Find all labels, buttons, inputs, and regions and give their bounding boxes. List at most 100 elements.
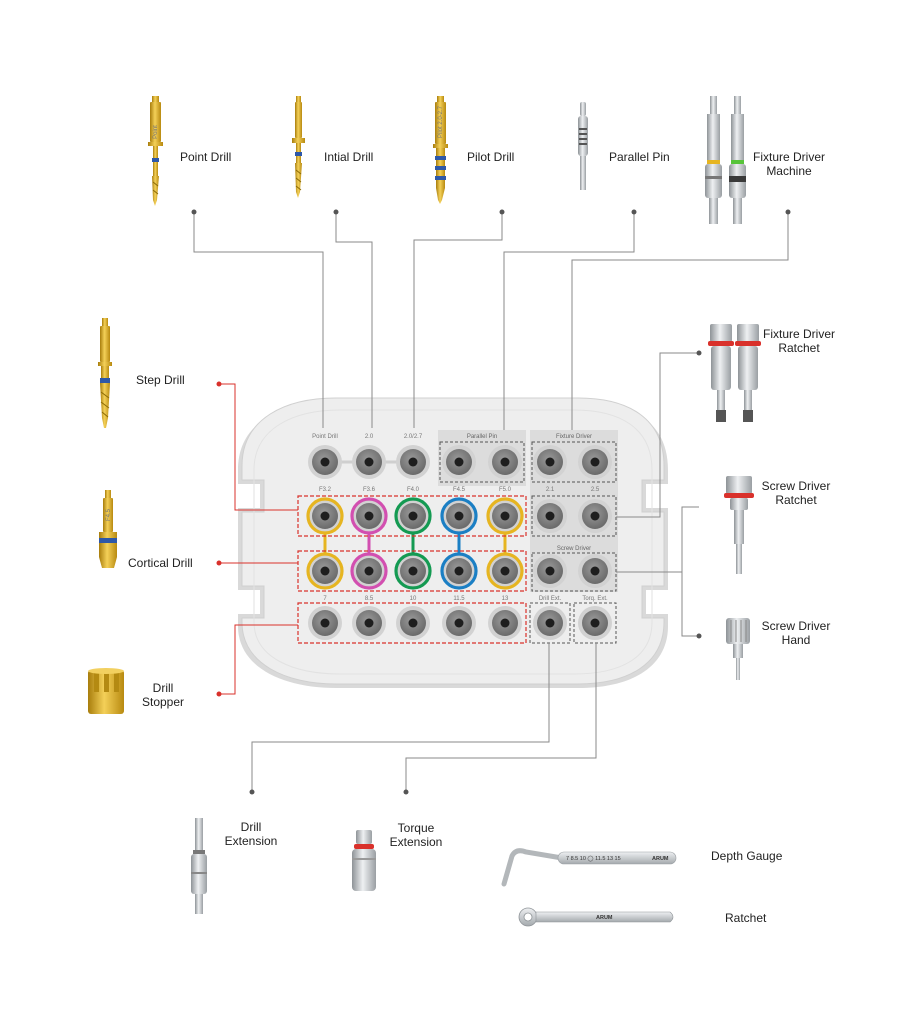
slot-label-depth-115: 11.5 (453, 596, 465, 602)
slot-color-ring (350, 552, 388, 590)
drill-stopper-illustration (88, 668, 124, 714)
tray-slot-row2-3 (394, 497, 432, 535)
label-screw-driver-ratchet-2: Ratchet (775, 493, 817, 507)
screw-driver-header: Screw Driver (557, 546, 591, 552)
leader-dot-cortical-drill (216, 560, 222, 566)
dashed-box-fixture-row2 (531, 495, 617, 537)
slot-label-f32: F3.2 (319, 487, 332, 493)
label-drill-extension-1: Drill (241, 820, 262, 834)
leader-screw-hand (616, 571, 699, 637)
slot-label-f36: F3.6 (363, 487, 376, 493)
slot-color-ring (306, 552, 344, 590)
parallel-pin-illustration (578, 102, 588, 190)
tray-slot-row4-5 (488, 606, 522, 640)
tray-slot-row3-3 (394, 552, 432, 590)
tray-slot-row1-7 (578, 445, 612, 479)
tray-slot-row2-4 (440, 497, 478, 535)
leader-initial-drill (335, 212, 373, 428)
slot-color-ring (394, 552, 432, 590)
tray-slot-row1-1 (308, 445, 342, 479)
screw-driver-ratchet-illustration (724, 476, 754, 574)
label-fixture-driver-ratchet-2: Ratchet (778, 341, 820, 355)
tray-slot-row3-2 (350, 552, 388, 590)
point-drill-shank-text: Point (153, 125, 159, 139)
leader-lines (191, 209, 791, 795)
pilot-drill-shank-text: Pilot 2.0-2.7 (438, 105, 444, 138)
tray-slot-row4-3 (396, 606, 430, 640)
label-screw-driver-ratchet-1: Screw Driver (762, 479, 831, 493)
fixture-driver-header: Fixture Driver (556, 434, 592, 440)
leader-point-drill (193, 212, 324, 428)
label-torque-extension-1: Torque (398, 821, 435, 835)
label-screw-driver-hand-2: Hand (782, 633, 811, 647)
label-fixture-driver-ratchet-1: Fixture Driver (763, 327, 835, 341)
leader-step-drill (219, 383, 298, 511)
ratchet-brand-text: ARUM (596, 915, 613, 921)
pilot-drill-illustration: Pilot 2.0-2.7 (433, 96, 448, 204)
leader-fixture-ratchet (616, 352, 699, 518)
torque-extension-illustration (352, 830, 376, 891)
tray-slot-row2-7 (578, 499, 612, 533)
tool-labels: Point Drill Intial Drill Pilot Drill Par… (128, 150, 835, 925)
label-drill-stopper-1: Drill (153, 681, 174, 695)
surgical-tray: Parallel Pin Fixture Driver Screw Driver… (238, 397, 668, 688)
parallel-pin-header: Parallel Pin (467, 434, 497, 440)
leader-torque-ext (405, 643, 597, 792)
dashed-box-parallel-pin (439, 441, 525, 483)
ratchet-illustration: ARUM (518, 907, 674, 927)
label-point-drill: Point Drill (180, 150, 231, 164)
label-cortical-drill: Cortical Drill (128, 556, 193, 570)
leader-dot-initial-drill (333, 209, 339, 215)
leader-dot-fixture-ratchet (696, 350, 702, 356)
slot-label-fixture-25: 2.5 (591, 487, 600, 493)
fixture-driver-ratchet-illustration (708, 324, 761, 422)
slot-color-ring (306, 497, 344, 535)
tray-slots (306, 445, 612, 640)
cortical-drill-illustration: F4.5 (99, 490, 117, 568)
dashed-box-drill-stoppers (297, 602, 527, 644)
depth-gauge-illustration: 7 8.5 10 ◯ 11.5 13 15 ARUM (501, 848, 677, 887)
leader-dot-point-drill (191, 209, 197, 215)
label-parallel-pin: Parallel Pin (609, 150, 670, 164)
slot-label-depth-10: 10 (410, 596, 417, 602)
tray-slot-row1-3 (396, 445, 430, 479)
slot-color-ring (486, 497, 524, 535)
tray-slot-row2-5 (486, 497, 524, 535)
leader-dot-pilot-drill (499, 209, 505, 215)
tray-slot-row3-6 (533, 554, 567, 588)
depth-gauge-brand-text: ARUM (652, 856, 669, 862)
tray-slot-row3-4 (440, 552, 478, 590)
leader-dot-fixture-machine (785, 209, 791, 215)
label-fixture-driver-machine-2: Machine (766, 164, 812, 178)
label-torque-extension-2: Extension (390, 835, 443, 849)
label-ratchet: Ratchet (725, 911, 767, 925)
tray-slot-row4-6 (533, 606, 567, 640)
slot-label-f50: F5.0 (499, 487, 512, 493)
tray-inner-rim (253, 409, 653, 675)
slot-label-point-drill: Point Drill (312, 434, 338, 440)
dashed-box-cortical-drills (297, 550, 527, 592)
cortical-drill-shank-text: F4.5 (106, 508, 112, 521)
tray-slot-row1-6 (533, 445, 567, 479)
slot-label-fixture-21: 2.1 (546, 487, 555, 493)
slot-color-ring (394, 497, 432, 535)
slot-color-ring (440, 497, 478, 535)
fixture-driver-machine-illustration (705, 96, 746, 224)
leader-dot-torque-ext (403, 789, 409, 795)
dashed-box-torque-ext (573, 602, 617, 644)
slot-label-depth-7: 7 (323, 596, 327, 602)
label-fixture-driver-machine-1: Fixture Driver (753, 150, 825, 164)
label-screw-driver-hand-1: Screw Driver (762, 619, 831, 633)
leader-pilot-drill (413, 212, 503, 428)
leader-drill-ext (251, 643, 550, 792)
slot-label-depth-13: 13 (502, 596, 509, 602)
screw-driver-hand-illustration (726, 618, 750, 680)
slot-label-drill-ext: Drill Ext. (539, 596, 562, 602)
slot-label-f40: F4.0 (407, 487, 420, 493)
tray-slot-row3-1 (306, 552, 344, 590)
leader-dot-drill-ext (249, 789, 255, 795)
tray-slot-row2-2 (350, 497, 388, 535)
slot-label-torque-ext: Torq. Ext. (582, 596, 608, 602)
